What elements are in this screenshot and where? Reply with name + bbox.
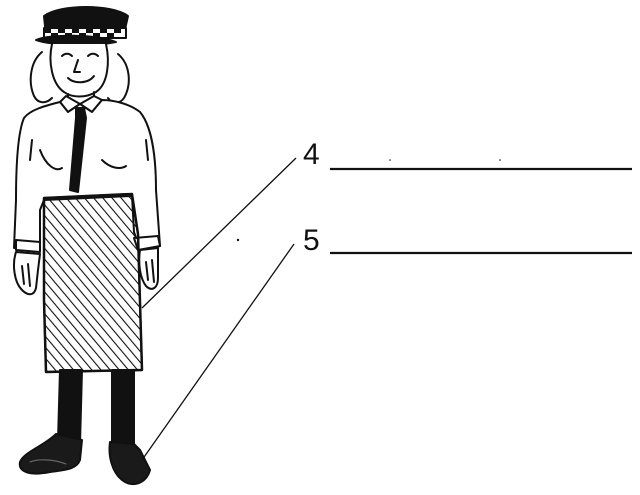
left-shoe xyxy=(20,434,82,474)
face xyxy=(51,44,108,97)
police-cap xyxy=(36,7,128,45)
pointer-line-4 xyxy=(142,158,296,308)
label-number-4: 4 xyxy=(303,138,320,171)
left-cuff xyxy=(16,240,40,252)
skirt xyxy=(44,194,142,372)
label-number-5: 5 xyxy=(303,224,320,257)
pointer-line-5 xyxy=(142,244,294,460)
right-leg xyxy=(112,370,134,452)
right-hand xyxy=(139,248,158,289)
right-shoe xyxy=(110,442,151,484)
left-leg xyxy=(58,370,82,444)
policewoman-figure xyxy=(14,7,160,484)
left-hand xyxy=(14,252,40,294)
